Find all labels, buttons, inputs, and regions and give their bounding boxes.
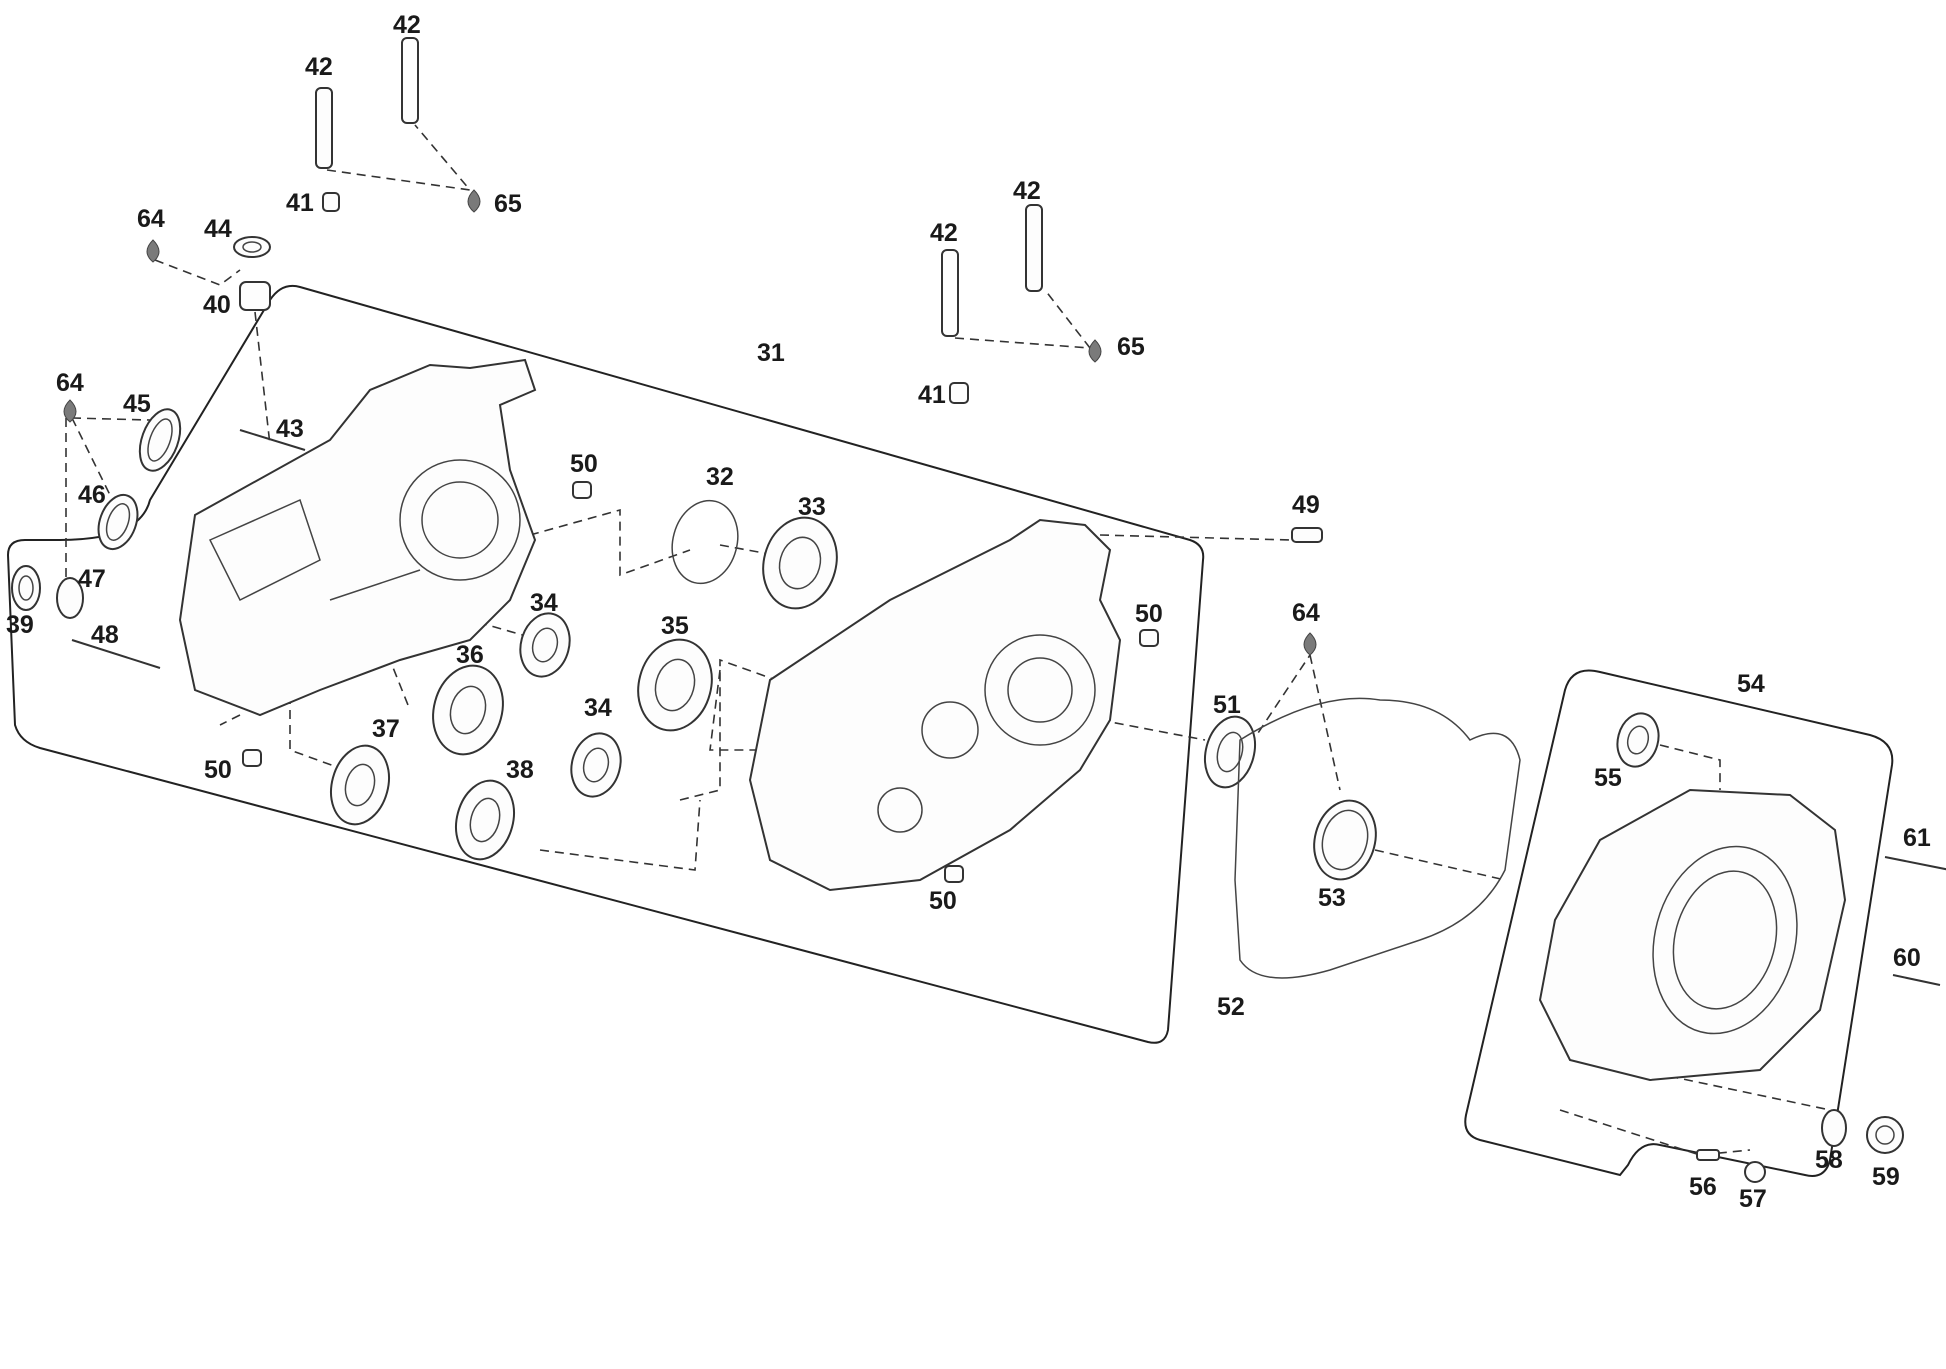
dowel-41b [949, 382, 969, 404]
small-parts [11, 37, 1946, 1183]
label-34: 34 [530, 589, 558, 617]
grease-icon [1088, 339, 1102, 363]
label-49: 49 [1292, 491, 1320, 519]
part-labels: 31 32 33 34 34 35 36 37 38 39 40 41 41 4… [6, 11, 1931, 1213]
label-33: 33 [798, 493, 826, 521]
label-50: 50 [1135, 600, 1163, 628]
bolt-49 [1291, 527, 1323, 543]
label-41: 41 [918, 381, 946, 409]
seal-51 [1204, 715, 1256, 789]
grease-icon [467, 189, 481, 213]
label-42: 42 [305, 53, 333, 81]
bearing-34a [519, 612, 571, 678]
frame-crankcase-group [6, 284, 1205, 1044]
label-53: 53 [1318, 884, 1346, 912]
bolt-43 [239, 429, 306, 451]
bearing-34b [570, 732, 622, 798]
dowel-50a [572, 481, 592, 499]
label-35: 35 [661, 612, 689, 640]
label-51: 51 [1213, 691, 1241, 719]
seal-39 [11, 565, 41, 611]
grease-icon [146, 239, 160, 263]
washer-44 [233, 236, 271, 258]
label-44: 44 [204, 215, 232, 243]
bearing-55 [1616, 712, 1660, 768]
bearing-36 [432, 664, 504, 756]
pin-42c [941, 249, 959, 337]
label-64: 64 [137, 205, 165, 233]
grease-icon [1303, 632, 1317, 656]
label-60: 60 [1893, 944, 1921, 972]
label-59: 59 [1872, 1163, 1900, 1191]
label-50: 50 [570, 450, 598, 478]
crankcase-right [748, 518, 1122, 892]
label-55: 55 [1594, 764, 1622, 792]
seal-47 [56, 577, 84, 619]
label-48: 48 [91, 621, 119, 649]
bolt-48 [71, 639, 161, 669]
gasket-52 [1234, 697, 1521, 979]
label-64: 64 [1292, 599, 1320, 627]
pin-56 [1696, 1149, 1720, 1161]
dowel-41a [322, 192, 340, 212]
label-52: 52 [1217, 993, 1245, 1021]
pin-42d [1025, 204, 1043, 292]
label-32: 32 [706, 463, 734, 491]
clutch-cover-54 [1538, 788, 1847, 1082]
label-45: 45 [123, 390, 151, 418]
circlip-32 [671, 499, 739, 585]
bearing-37 [330, 744, 390, 826]
nut-57 [1744, 1161, 1766, 1183]
label-50: 50 [204, 756, 232, 784]
crankcase-left [178, 358, 537, 717]
label-43: 43 [276, 415, 304, 443]
label-41: 41 [286, 189, 314, 217]
bolt-60 [1892, 974, 1941, 986]
dowel-50b [1139, 629, 1159, 647]
washer-58 [1821, 1109, 1847, 1147]
seal-45 [138, 408, 182, 472]
label-34: 34 [584, 694, 612, 722]
label-64: 64 [56, 369, 84, 397]
pin-42b [401, 37, 419, 124]
bolt-61 [1884, 856, 1946, 871]
label-42: 42 [393, 11, 421, 39]
label-31: 31 [757, 339, 785, 367]
label-37: 37 [372, 715, 400, 743]
grease-icon [63, 399, 77, 423]
dowel-50c [242, 749, 262, 767]
bearing-35 [637, 638, 713, 732]
label-56: 56 [1689, 1173, 1717, 1201]
label-40: 40 [203, 291, 231, 319]
frame-cover-group [1464, 669, 1894, 1177]
label-47: 47 [78, 565, 106, 593]
label-39: 39 [6, 611, 34, 639]
label-65: 65 [1117, 333, 1145, 361]
label-57: 57 [1739, 1185, 1767, 1213]
label-61: 61 [1903, 824, 1931, 852]
label-58: 58 [1815, 1146, 1843, 1174]
label-36: 36 [456, 641, 484, 669]
dowel-50d [944, 865, 964, 883]
label-46: 46 [78, 481, 106, 509]
label-65: 65 [494, 190, 522, 218]
label-54: 54 [1737, 670, 1765, 698]
leader-lines [65, 124, 1831, 1156]
plug-59 [1866, 1116, 1904, 1154]
label-42: 42 [1013, 177, 1041, 205]
label-42: 42 [930, 219, 958, 247]
label-38: 38 [506, 756, 534, 784]
label-50: 50 [929, 887, 957, 915]
seal-53 [1313, 799, 1377, 881]
bearing-33 [762, 516, 838, 610]
needle-bearing-40 [239, 281, 271, 311]
seal-38 [455, 779, 515, 861]
pin-42a [315, 87, 333, 169]
